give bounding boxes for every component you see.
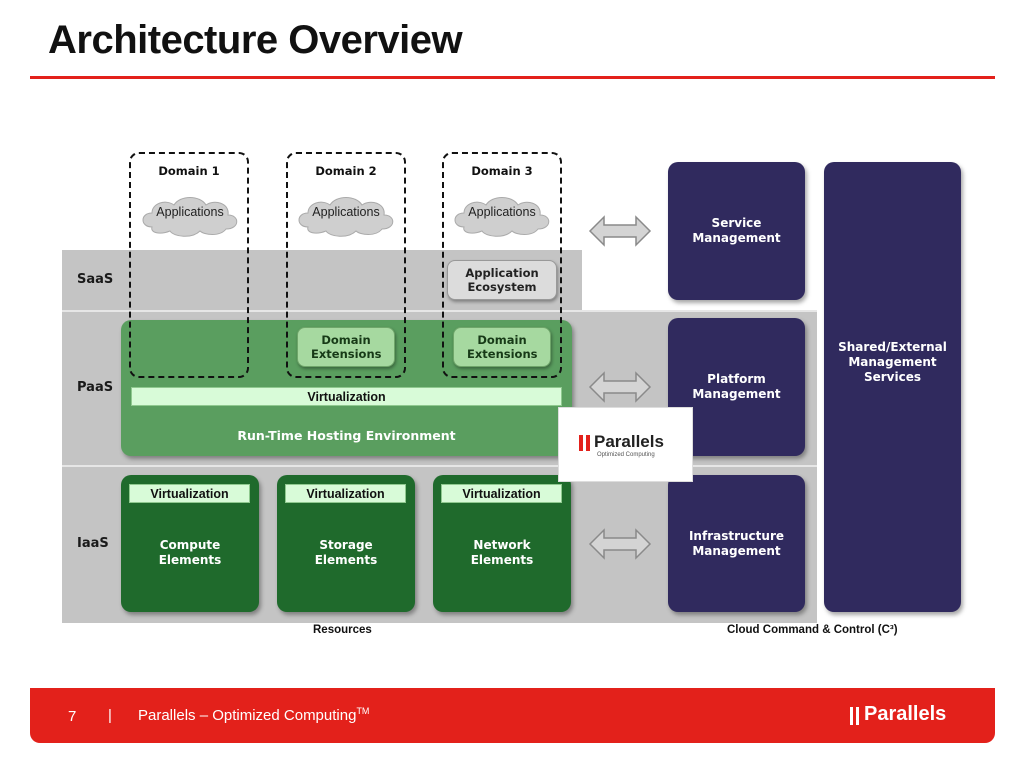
parallels-bars-icon-2 [586, 435, 590, 451]
domain3-outline [442, 152, 562, 378]
domain2-applications-cloud: Applications [294, 193, 398, 239]
footer-tagline: Parallels – Optimized ComputingTM [138, 706, 369, 724]
paas-label: PaaS [77, 380, 114, 395]
architecture-diagram: SaaS PaaS IaaS Virtualization Run-Time H… [62, 152, 961, 636]
c3-caption: Cloud Command & Control (C³) [727, 624, 898, 636]
domain3-extensions: Domain Extensions [453, 327, 551, 367]
saas-service-double-arrow-icon [588, 214, 652, 248]
application-ecosystem-label: Application Ecosystem [465, 266, 539, 294]
footer-parallels-logo: Parallels [848, 702, 968, 728]
paas-virtualization-bar: Virtualization [131, 387, 562, 406]
domain1-applications-label: Applications [156, 205, 224, 219]
storage-line2: Elements [314, 553, 378, 567]
footer-logo-bar-icon [850, 707, 853, 725]
domain2-title: Domain 2 [315, 164, 377, 178]
infrastructure-management-box: Infrastructure Management [668, 475, 805, 612]
domain1-outline [129, 152, 249, 378]
resources-caption: Resources [313, 624, 372, 636]
compute-line1: Compute [159, 538, 221, 552]
network-elements-label: Network Elements [433, 538, 571, 568]
title-divider [30, 76, 995, 79]
parallels-bars-icon [579, 435, 583, 451]
footer-separator: | [108, 707, 112, 724]
domain1-title: Domain 1 [158, 164, 220, 178]
compute-line2: Elements [158, 553, 222, 567]
footer-logo-bar-icon-2 [856, 707, 859, 725]
storage-virtualization-bar: Virtualization [285, 484, 406, 503]
iaas-label: IaaS [77, 536, 109, 551]
cloud-shape-icon [454, 197, 550, 237]
domain2-applications-label: Applications [312, 205, 380, 219]
page-number: 7 [68, 708, 77, 725]
footer-bar: 7 | Parallels – Optimized ComputingTM Pa… [30, 688, 995, 743]
network-line1: Network [473, 538, 531, 552]
storage-elements-label: Storage Elements [277, 538, 415, 568]
domain2-extensions-label: Domain Extensions [311, 333, 382, 361]
domain3-applications-cloud: Applications [450, 193, 554, 239]
domain2-extensions: Domain Extensions [297, 327, 395, 367]
domain3-extensions-label: Domain Extensions [467, 333, 538, 361]
domain1-applications-cloud: Applications [138, 193, 242, 239]
saas-label: SaaS [77, 272, 114, 287]
footer-tagline-text: Parallels – Optimized Computing [138, 707, 357, 724]
domain3-title: Domain 3 [471, 164, 533, 178]
paas-platform-double-arrow-icon [588, 370, 652, 404]
compute-virtualization-bar: Virtualization [129, 484, 250, 503]
storage-line1: Storage [319, 538, 373, 552]
application-ecosystem: Application Ecosystem [447, 260, 557, 300]
parallels-logo-box: Parallels Optimized Computing [558, 407, 693, 482]
compute-elements-label: Compute Elements [121, 538, 259, 568]
runtime-label: Run-Time Hosting Environment [237, 428, 456, 443]
footer-trademark: TM [356, 706, 370, 716]
cloud-shape-icon [298, 197, 394, 237]
slide-title: Architecture Overview [48, 18, 463, 62]
footer-logo-name: Parallels [864, 703, 947, 725]
service-management-box: Service Management [668, 162, 805, 300]
network-virtualization-bar: Virtualization [441, 484, 562, 503]
shared-external-management-box: Shared/External Management Services [824, 162, 961, 612]
parallels-logo-tagline: Optimized Computing [597, 452, 655, 458]
parallels-logo-name: Parallels [594, 432, 664, 451]
network-line2: Elements [470, 553, 534, 567]
iaas-infrastructure-double-arrow-icon [588, 527, 652, 561]
domain3-applications-label: Applications [468, 205, 536, 219]
domain2-outline [286, 152, 406, 378]
cloud-shape-icon [142, 197, 238, 237]
